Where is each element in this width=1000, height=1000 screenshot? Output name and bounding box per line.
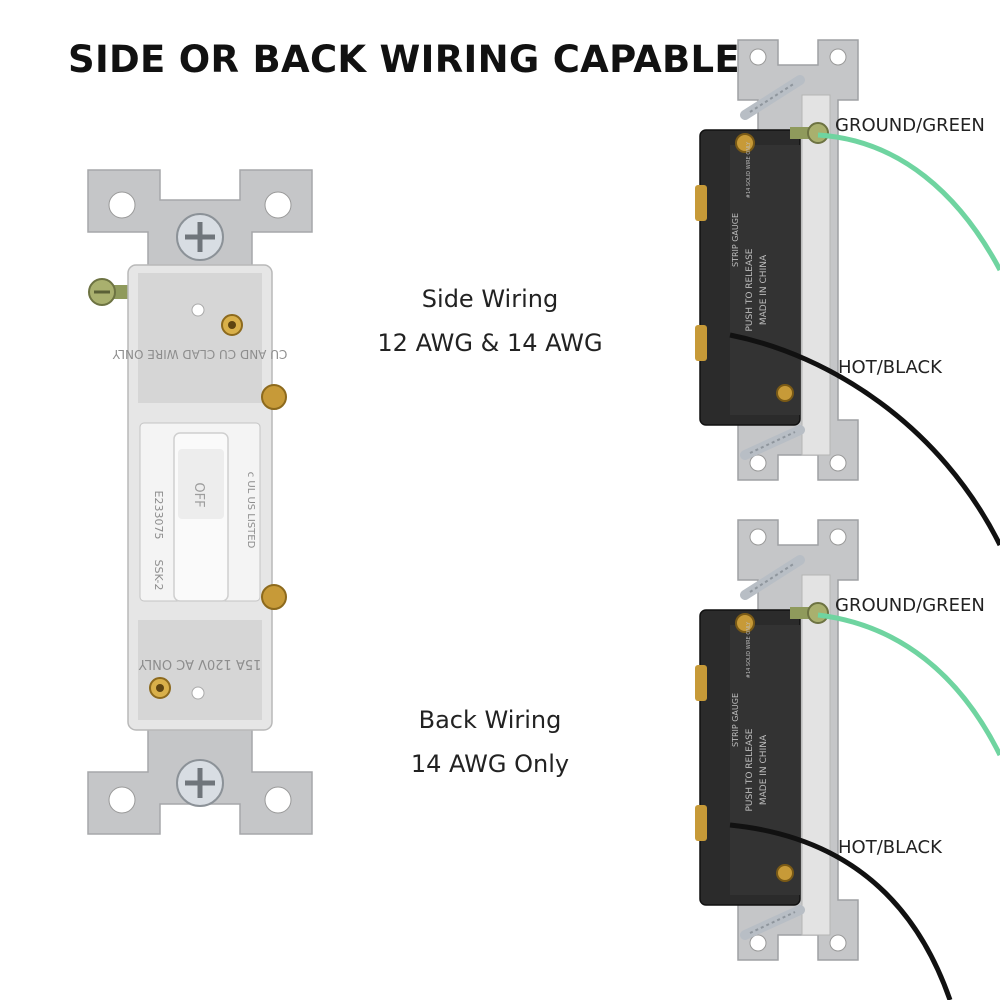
- model-code: E233075: [152, 491, 165, 540]
- side-wiring-detail: 12 AWG & 14 AWG: [377, 329, 603, 357]
- top-ground-label: GROUND/GREEN: [835, 115, 985, 136]
- ground-wire: [817, 132, 1000, 272]
- mount-hole: [749, 528, 767, 546]
- top-hot-label: HOT/BLACK: [838, 357, 942, 378]
- rivet: [191, 303, 205, 317]
- body-origin: MADE IN CHINA: [759, 734, 769, 805]
- mount-hole: [749, 934, 767, 952]
- terminal-screw-icon: [735, 613, 755, 633]
- terminal-screw-icon: [261, 384, 287, 410]
- mounting-screw-icon: [740, 75, 805, 120]
- bottom-hot-label: HOT/BLACK: [838, 837, 942, 858]
- face-marking-rating: 15A 120V AC ONLY: [139, 656, 262, 671]
- toggle-label: OFF: [191, 482, 206, 507]
- body-solid-wire: #14 SOLID WIRE ONLY: [746, 141, 752, 198]
- mount-hole: [749, 454, 767, 472]
- mount-hole: [749, 48, 767, 66]
- hot-wire: [729, 332, 1000, 547]
- back-wiring-title: Back Wiring: [418, 706, 562, 734]
- switch-yoke-inner: [138, 273, 262, 403]
- hot-wire: [729, 822, 953, 1000]
- mounting-screw-icon: [740, 425, 805, 460]
- side-wiring-caption: Side Wiring 12 AWG & 14 AWG: [340, 277, 640, 365]
- ground-screw-icon: [790, 122, 829, 144]
- switch-side-view-top: STRIP GAUGE PUSH TO RELEASE MADE IN CHIN…: [695, 39, 1000, 547]
- listing-mark: c UL US LISTED: [245, 472, 256, 549]
- body-release: PUSH TO RELEASE: [745, 248, 755, 331]
- back-wiring-detail: 14 AWG Only: [410, 750, 570, 778]
- mount-hole-bottom-left: [108, 786, 136, 814]
- mount-hole-top-left: [108, 191, 136, 219]
- switch-yoke-lower: [138, 620, 262, 720]
- top-mount-screw-icon: [176, 213, 224, 261]
- body-strip-gauge: STRIP GAUGE: [731, 213, 740, 267]
- face-marking-top: CU AND CU CLAD WIRE ONLY: [112, 347, 287, 361]
- terminal-screw-icon: [261, 584, 287, 610]
- terminal-screw-icon: [776, 864, 794, 882]
- terminal-screw-icon: [776, 384, 794, 402]
- body-solid-wire: #14 SOLID WIRE ONLY: [746, 621, 752, 678]
- mount-hole-bottom-right: [264, 786, 292, 814]
- mount-hole: [829, 934, 847, 952]
- backwire-hole-icon: [221, 314, 243, 336]
- switch-front-illustration: CU AND CU CLAD WIRE ONLY 15A 120V AC ONL…: [87, 169, 313, 835]
- mount-hole: [829, 48, 847, 66]
- side-wiring-title: Side Wiring: [421, 285, 559, 313]
- body-release: PUSH TO RELEASE: [745, 728, 755, 811]
- body-origin: MADE IN CHINA: [759, 254, 769, 325]
- body-strip-gauge: STRIP GAUGE: [731, 693, 740, 747]
- mounting-screw-icon: [740, 555, 805, 600]
- back-wiring-caption: Back Wiring 14 AWG Only: [340, 698, 640, 786]
- page-title: SIDE OR BACK WIRING CAPABLE: [68, 38, 741, 81]
- mounting-screw-icon: [740, 905, 805, 940]
- ground-wire: [817, 612, 1000, 757]
- backwire-hole-icon: [149, 677, 171, 699]
- rivet: [191, 686, 205, 700]
- terminal-screw-icon: [735, 133, 755, 153]
- bottom-ground-label: GROUND/GREEN: [835, 595, 985, 616]
- mount-hole: [829, 454, 847, 472]
- mount-hole-top-right: [264, 191, 292, 219]
- switch-side-view-bottom: STRIP GAUGE PUSH TO RELEASE MADE IN CHIN…: [695, 519, 1000, 1000]
- mount-hole: [829, 528, 847, 546]
- sku-code: SSK-2: [152, 560, 165, 591]
- bottom-mount-screw-icon: [176, 759, 224, 807]
